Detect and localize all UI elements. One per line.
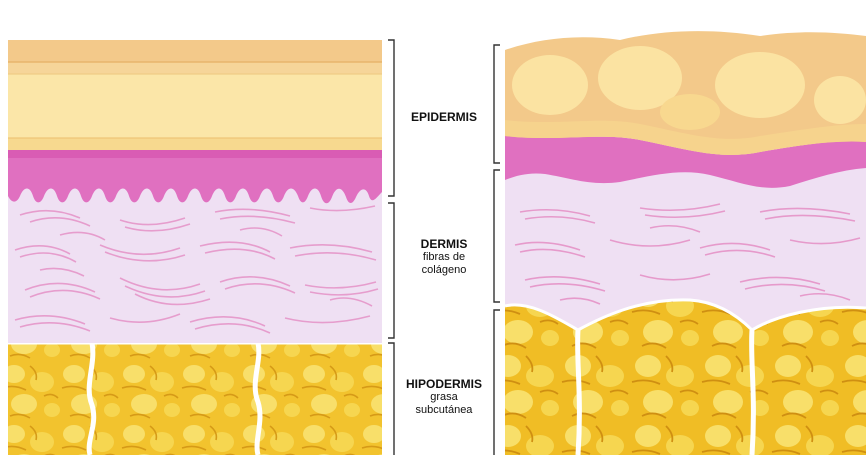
left-brackets [388, 40, 394, 455]
right-skin-panel [505, 31, 866, 455]
left-skin-panel [8, 40, 382, 455]
right-hypodermis-fat [505, 300, 866, 455]
hipodermis-label: HIPODERMIS grasa subcutánea [396, 377, 492, 417]
epidermis-title: EPIDERMIS [400, 110, 488, 124]
dermis-bracket-right [494, 170, 500, 302]
dermis-bracket-left [388, 203, 394, 338]
dermis-line2: colágeno [400, 264, 488, 277]
hipodermis-bracket-left [388, 343, 394, 455]
dermis-label: DERMIS fibras de colágeno [400, 237, 488, 277]
left-fat-septum-2 [255, 343, 260, 455]
epidermis-bracket-left [388, 40, 394, 196]
left-epidermis-band [8, 62, 382, 74]
right-fat-septum-2 [752, 330, 754, 455]
left-hypodermis-fat [8, 343, 382, 455]
dermis-line1: fibras de [400, 251, 488, 264]
epidermis-label: EPIDERMIS [400, 110, 488, 124]
right-brackets [494, 45, 500, 455]
epidermis-bracket-right [494, 45, 500, 163]
hipodermis-bracket-right [494, 310, 500, 455]
hipodermis-line1: grasa [396, 391, 492, 404]
hipodermis-line2: subcutánea [396, 404, 492, 417]
hipodermis-title: HIPODERMIS [396, 377, 492, 391]
left-epidermis-top [8, 40, 382, 62]
left-epidermis-mid [8, 74, 382, 138]
right-fat-septum-1 [578, 330, 580, 455]
dermis-title: DERMIS [400, 237, 488, 251]
